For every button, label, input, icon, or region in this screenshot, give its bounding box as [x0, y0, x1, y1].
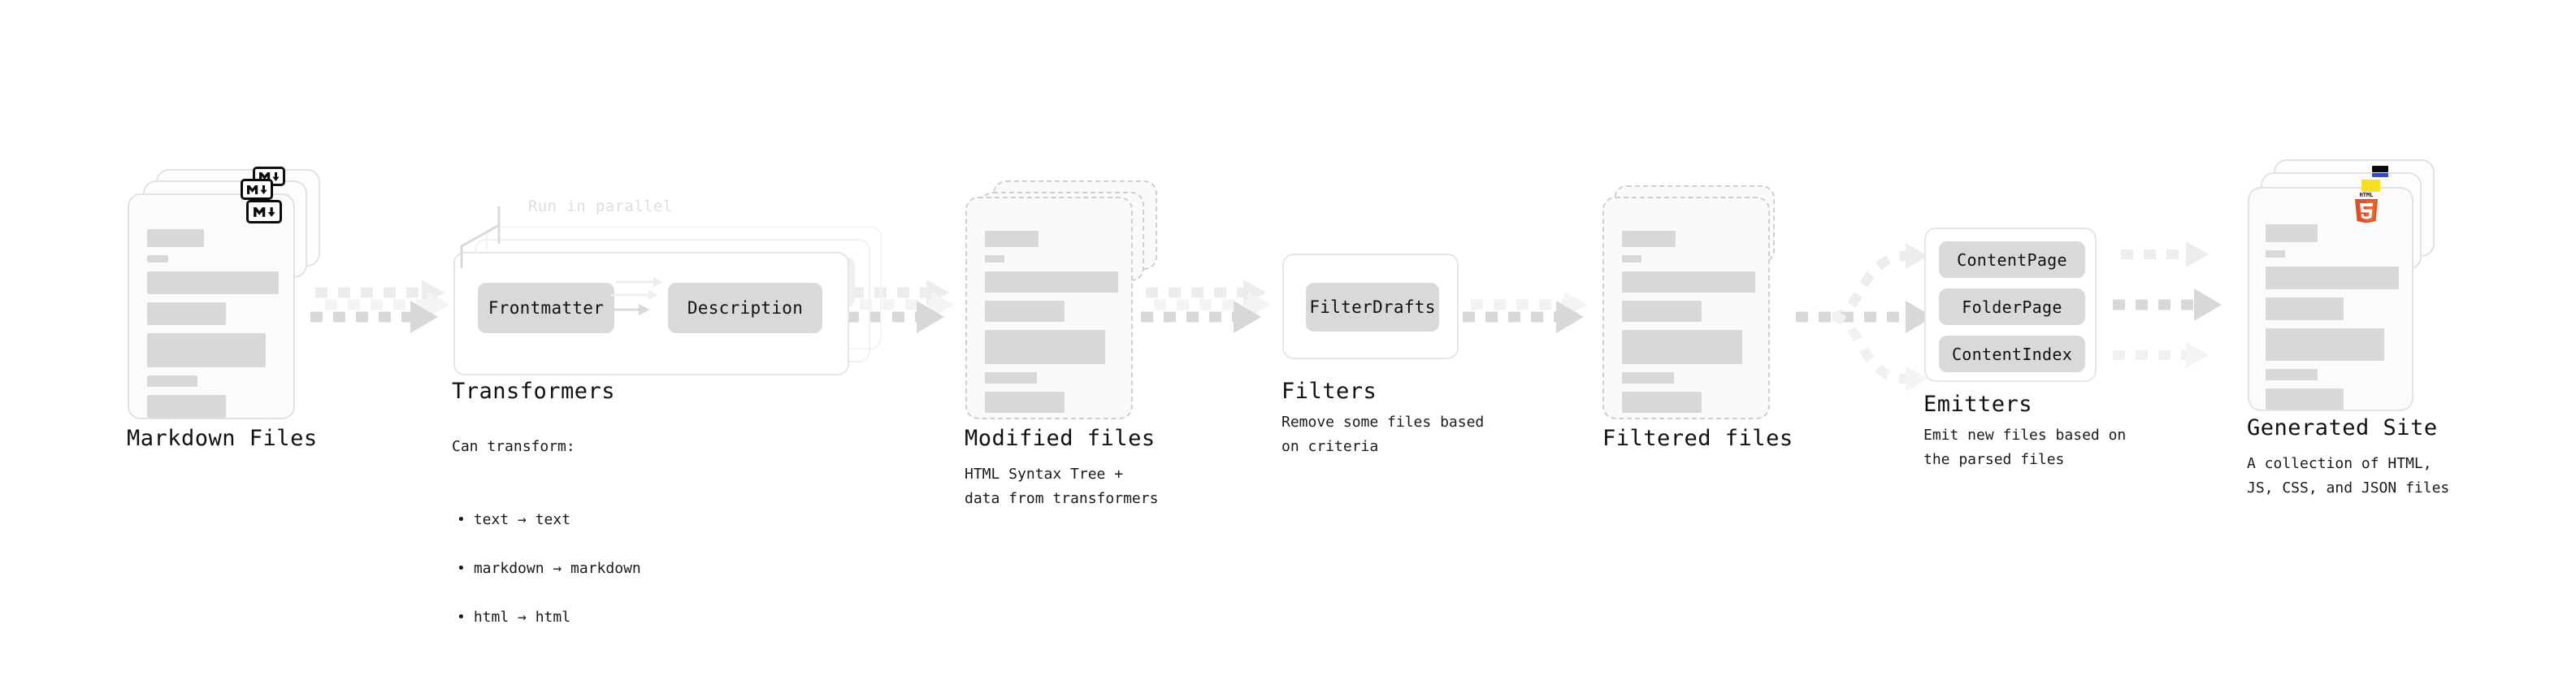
filters-group: FilterDrafts	[1282, 254, 1459, 359]
transformers-caption-intro: Can transform:	[452, 438, 575, 455]
transformers-bullet-0: text → text	[452, 508, 641, 532]
arrow-transformers-to-modified	[824, 280, 954, 333]
chip-frontmatter[interactable]: Frontmatter	[478, 283, 614, 333]
markdown-icon-mid	[241, 179, 273, 200]
transformers-bullet-1: markdown → markdown	[452, 557, 641, 581]
transformers-bullet-list: text → text markdown → markdown html → h…	[452, 484, 641, 654]
stage-title-filtered-files: Filtered files	[1602, 426, 1793, 451]
chip-contentindex[interactable]: ContentIndex	[1939, 336, 2085, 372]
chip-description[interactable]: Description	[668, 283, 822, 333]
emitters-group: ContentPage FolderPage ContentIndex	[1924, 228, 2097, 382]
css3-icon	[2372, 166, 2388, 177]
run-in-parallel-note: Run in parallel	[528, 197, 673, 215]
chip-contentpage[interactable]: ContentPage	[1939, 241, 2085, 278]
stage-title-filters: Filters	[1281, 379, 1377, 404]
stage-title-transformers: Transformers	[452, 379, 616, 404]
generated-site-caption: A collection of HTML, JS, CSS, and JSON …	[2247, 455, 2450, 497]
markdown-card-front	[128, 193, 295, 419]
filtered-card-front	[1602, 197, 1770, 419]
modified-files-caption: HTML Syntax Tree + data from transformer…	[965, 466, 1159, 507]
stage-title-emitters: Emitters	[1923, 392, 2033, 417]
html5-icon: HTML	[2352, 190, 2381, 223]
transformer-panel-front: Frontmatter Description	[453, 252, 849, 375]
svg-text:HTML: HTML	[2360, 192, 2374, 198]
arrow-emitters-to-site	[2113, 241, 2222, 368]
arrow-filtered-to-emitters	[1796, 243, 1933, 392]
transformers-caption: Can transform: text → text markdown → ma…	[452, 410, 641, 679]
chip-folderpage[interactable]: FolderPage	[1939, 288, 2085, 325]
transformers-bullet-2: html → html	[452, 605, 641, 630]
arrow-markdown-to-transformers	[310, 280, 449, 333]
javascript-icon	[2361, 180, 2380, 192]
site-card-front	[2248, 187, 2413, 411]
emitters-caption: Emit new files based on the parsed files	[1923, 427, 2127, 468]
stage-title-markdown-files: Markdown Files	[127, 426, 318, 451]
chip-filterdrafts[interactable]: FilterDrafts	[1306, 283, 1439, 332]
arrow-filters-to-filtered	[1463, 292, 1587, 333]
arrow-modified-to-filters	[1141, 280, 1271, 333]
markdown-icon	[246, 200, 282, 223]
modified-card-front	[965, 197, 1133, 419]
stage-title-modified-files: Modified files	[965, 426, 1156, 451]
stage-title-generated-site: Generated Site	[2247, 415, 2438, 440]
filters-caption: Remove some files based on criteria	[1281, 414, 1485, 455]
